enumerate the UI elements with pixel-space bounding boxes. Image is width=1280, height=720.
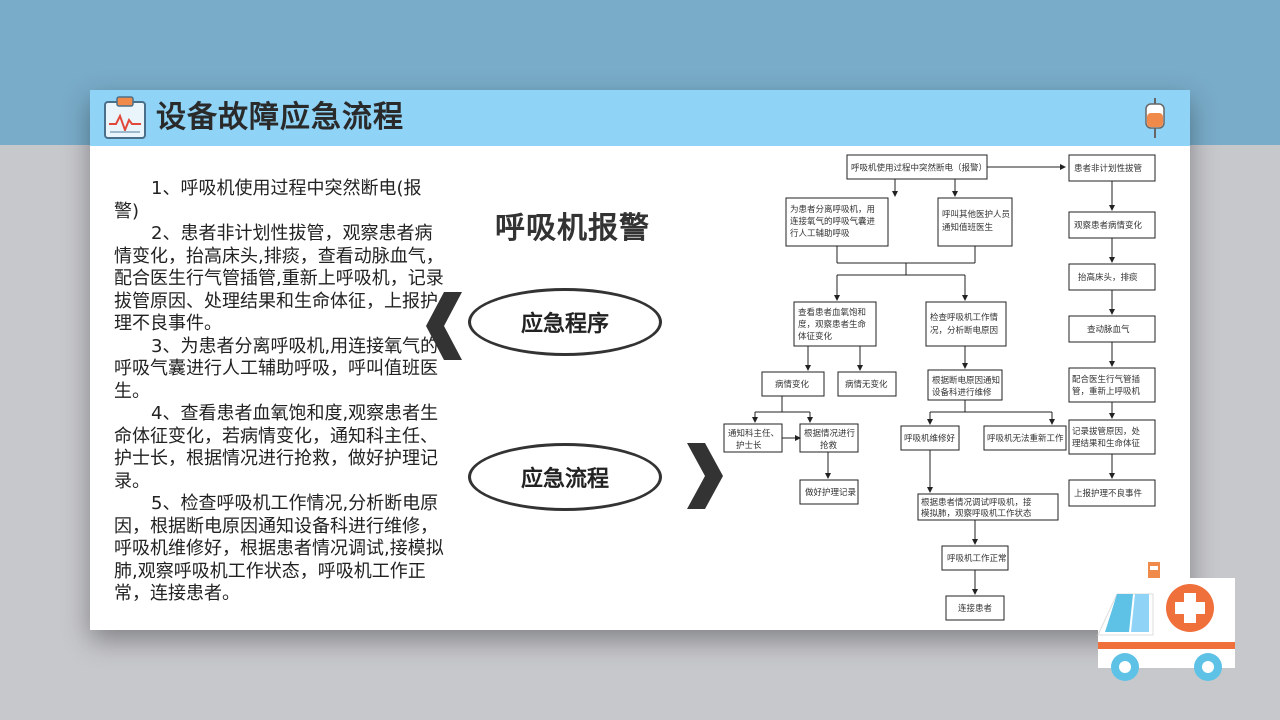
flow-node-14-line1: 根据患者情况调试呼吸机，接 bbox=[921, 497, 1032, 508]
header-bar: 设备故障应急流程 bbox=[90, 90, 1190, 146]
flow-right-4: 查动脉血气 bbox=[1087, 324, 1130, 335]
flow-node-11: 呼吸机维修好 bbox=[904, 433, 956, 444]
flow-node-9-line2: 护士长 bbox=[736, 440, 762, 451]
flow-right-5-line1: 配合医生行气管插 bbox=[1072, 374, 1141, 385]
flow-node-8-line2: 设备科进行维修 bbox=[932, 387, 992, 398]
flow-node-8-line1: 根据断电原因通知 bbox=[932, 375, 1000, 386]
flow-node-12: 呼吸机无法重新工作 bbox=[987, 433, 1064, 444]
flow-node-9-line1: 通知科主任、 bbox=[728, 428, 779, 439]
procedure-text: 1、呼吸机使用过程中突然断电(报警) 2、患者非计划性拔管，观察患者病情变化，抬… bbox=[114, 178, 444, 606]
chevron-left-icon bbox=[426, 292, 462, 360]
procedure-step-4: 4、查看患者血氧饱和度,观察患者生命体征变化，若病情变化，通知科主任、护士长，根… bbox=[114, 403, 439, 492]
flow-node-1: 呼吸机使用过程中突然断电（报警） bbox=[851, 163, 987, 174]
emergency-flowchart: 呼吸机使用过程中突然断电（报警） 为患者分离呼吸机，用 连接氧气的呼吸气囊进 行… bbox=[723, 154, 1156, 621]
ventilator-alarm-title: 呼吸机报警 bbox=[495, 211, 650, 246]
medical-clipboard-icon bbox=[104, 96, 146, 139]
procedure-step-5: 5、检查呼吸机工作情况,分析断电原因，根据断电原因通知设备科进行维修，呼吸机维修… bbox=[114, 493, 444, 604]
flow-node-10-line1: 根据情况进行 bbox=[804, 428, 856, 439]
flow-node-10-line2: 抢救 bbox=[820, 440, 838, 451]
flow-right-5-line2: 管，重新上呼吸机 bbox=[1072, 386, 1141, 397]
flow-node-16: 连接患者 bbox=[958, 603, 993, 614]
flow-node-5-line1: 检查呼吸机工作情 bbox=[930, 312, 999, 323]
iv-drip-icon bbox=[1145, 98, 1165, 138]
flow-right-6-line2: 理结果和生命体征 bbox=[1072, 438, 1141, 449]
flow-node-6: 病情变化 bbox=[775, 379, 810, 390]
flow-node-2-line3: 行人工辅助呼吸 bbox=[790, 228, 850, 239]
flow-node-15: 呼吸机工作正常 bbox=[947, 553, 1007, 564]
flow-node-4-line1: 查看患者血氧饱和 bbox=[798, 307, 866, 318]
procedure-step-1: 1、呼吸机使用过程中突然断电(报警) bbox=[114, 178, 422, 222]
flow-right-7: 上报护理不良事件 bbox=[1074, 488, 1143, 499]
page-title: 设备故障应急流程 bbox=[156, 100, 404, 135]
emergency-procedure-oval: 应急程序 bbox=[468, 288, 662, 356]
flow-node-7: 病情无变化 bbox=[845, 379, 888, 390]
flow-right-6-line1: 记录拔管原因，处 bbox=[1072, 426, 1141, 437]
chevron-right-icon bbox=[687, 443, 723, 509]
ambulance-icon bbox=[1097, 562, 1235, 681]
flow-right-2: 观察患者病情变化 bbox=[1074, 220, 1143, 231]
slide-card: 设备故障应急流程 1、呼吸机使用过程中突然断电(报警) 2、患者非计划性拔管，观… bbox=[90, 90, 1190, 630]
procedure-step-2: 2、患者非计划性拔管，观察患者病情变化，抬高床头,排痰，查看动脉血气，配合医生行… bbox=[114, 223, 444, 334]
flow-node-3-line1: 呼叫其他医护人员 bbox=[942, 209, 1010, 220]
procedure-step-3: 3、为患者分离呼吸机,用连接氧气的呼吸气囊进行人工辅助呼吸，呼叫值班医生。 bbox=[114, 335, 439, 402]
flow-node-5-line2: 况，分析断电原因 bbox=[930, 325, 998, 336]
flow-node-4-line2: 度，观察患者生命 bbox=[798, 319, 867, 330]
flow-node-2-line2: 连接氧气的呼吸气囊进 bbox=[790, 216, 876, 227]
flow-node-13: 做好护理记录 bbox=[805, 487, 857, 498]
flow-right-1: 患者非计划性拔管 bbox=[1074, 163, 1142, 174]
flow-node-4-line3: 体征变化 bbox=[798, 331, 833, 342]
flow-right-3: 抬高床头，排痰 bbox=[1078, 272, 1138, 283]
flow-node-2-line1: 为患者分离呼吸机，用 bbox=[790, 204, 875, 215]
emergency-flow-oval: 应急流程 bbox=[468, 443, 662, 511]
flow-node-14-line2: 模拟肺，观察呼吸机工作状态 bbox=[921, 508, 1032, 519]
flow-node-3-line2: 通知值班医生 bbox=[942, 222, 994, 233]
